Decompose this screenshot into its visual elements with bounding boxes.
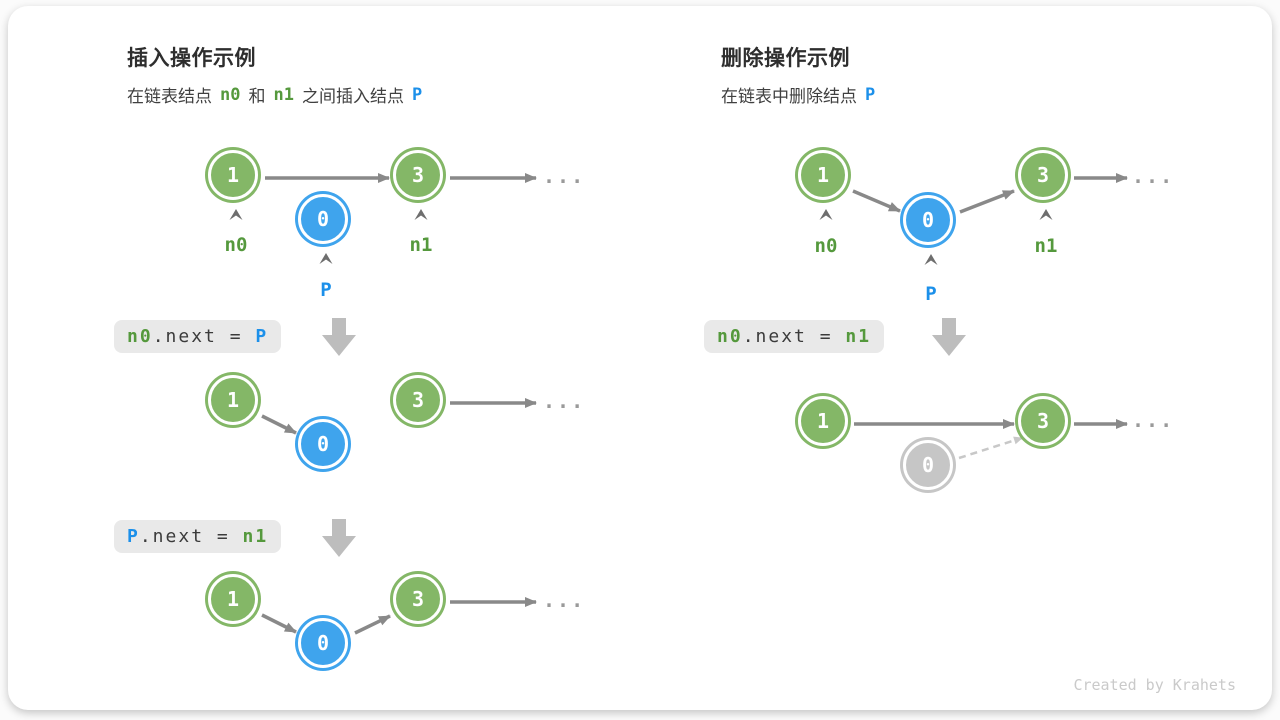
node-value: 3 <box>1036 163 1050 187</box>
code-seg: n1 <box>845 326 872 347</box>
n0-ref: n0 <box>220 84 241 105</box>
insert-panel-subtitle: 在链表结点 n0 和 n1 之间插入结点 P <box>127 82 430 107</box>
node-value: 1 <box>226 163 240 187</box>
node-0-P: 0 <box>298 618 348 668</box>
pointer-label-n0: n0 <box>814 235 838 257</box>
node-value: 0 <box>316 207 330 231</box>
pointer-label-P: P <box>320 279 332 301</box>
ellipsis: ... <box>543 164 586 188</box>
node-value: 0 <box>316 631 330 655</box>
code-seg: .next = <box>742 326 846 347</box>
subtitle-text: 和 <box>248 87 266 106</box>
delete-panel-title: 删除操作示例 <box>721 47 850 70</box>
ellipsis: ... <box>543 588 586 612</box>
node-0-removed: 0 <box>903 440 953 490</box>
delete-panel-subtitle: 在链表中删除结点 P <box>721 82 883 107</box>
node-value: 0 <box>316 432 330 456</box>
node-value: 3 <box>1036 409 1050 433</box>
node-3: 3 <box>393 375 443 425</box>
node-value: 1 <box>816 163 830 187</box>
node-value: 3 <box>411 587 425 611</box>
pointer-label-n0: n0 <box>224 234 248 256</box>
node-1: 1 <box>208 574 258 624</box>
insert-panel-title: 插入操作示例 <box>127 47 256 70</box>
node-1: 1 <box>208 150 258 200</box>
node-3: 3 <box>393 150 443 200</box>
ellipsis: ... <box>543 389 586 413</box>
node-1: 1 <box>798 396 848 446</box>
node-1: 1 <box>798 150 848 200</box>
code-seg: n1 <box>242 526 269 547</box>
code-label-P-next-n1: P.next = n1 <box>114 520 282 553</box>
node-value: 0 <box>921 208 935 232</box>
code-seg: .next = <box>139 526 243 547</box>
code-seg: .next = <box>152 326 256 347</box>
node-value: 0 <box>921 453 935 477</box>
subtitle-text: 在链表中删除结点 <box>721 87 857 106</box>
ellipsis: ... <box>1132 164 1175 188</box>
code-seg: n0 <box>717 326 743 347</box>
code-seg: P <box>255 326 269 347</box>
code-seg: n0 <box>127 326 153 347</box>
node-0-P: 0 <box>298 194 348 244</box>
node-value: 1 <box>816 409 830 433</box>
watermark: Created by Krahets <box>1073 676 1236 694</box>
node-3: 3 <box>393 574 443 624</box>
ellipsis: ... <box>1132 408 1175 432</box>
canvas-card <box>8 6 1272 710</box>
pointer-label-n1: n1 <box>409 234 433 256</box>
p-ref: P <box>865 84 876 105</box>
node-value: 3 <box>411 163 425 187</box>
n1-ref: n1 <box>273 84 294 105</box>
code-label-n0-next-n1: n0.next = n1 <box>704 320 885 353</box>
subtitle-text: 之间插入结点 <box>301 87 404 106</box>
node-3: 3 <box>1018 150 1068 200</box>
node-0-P: 0 <box>298 419 348 469</box>
code-label-n0-next-P: n0.next = P <box>114 320 282 353</box>
node-value: 1 <box>226 587 240 611</box>
subtitle-text: 在链表结点 <box>127 87 212 106</box>
node-1: 1 <box>208 375 258 425</box>
node-3: 3 <box>1018 396 1068 446</box>
node-0-P: 0 <box>903 195 953 245</box>
node-value: 1 <box>226 388 240 412</box>
node-value: 3 <box>411 388 425 412</box>
code-seg: P <box>127 526 140 547</box>
pointer-label-P: P <box>925 283 937 305</box>
p-ref: P <box>411 84 423 105</box>
pointer-label-n1: n1 <box>1034 235 1058 257</box>
